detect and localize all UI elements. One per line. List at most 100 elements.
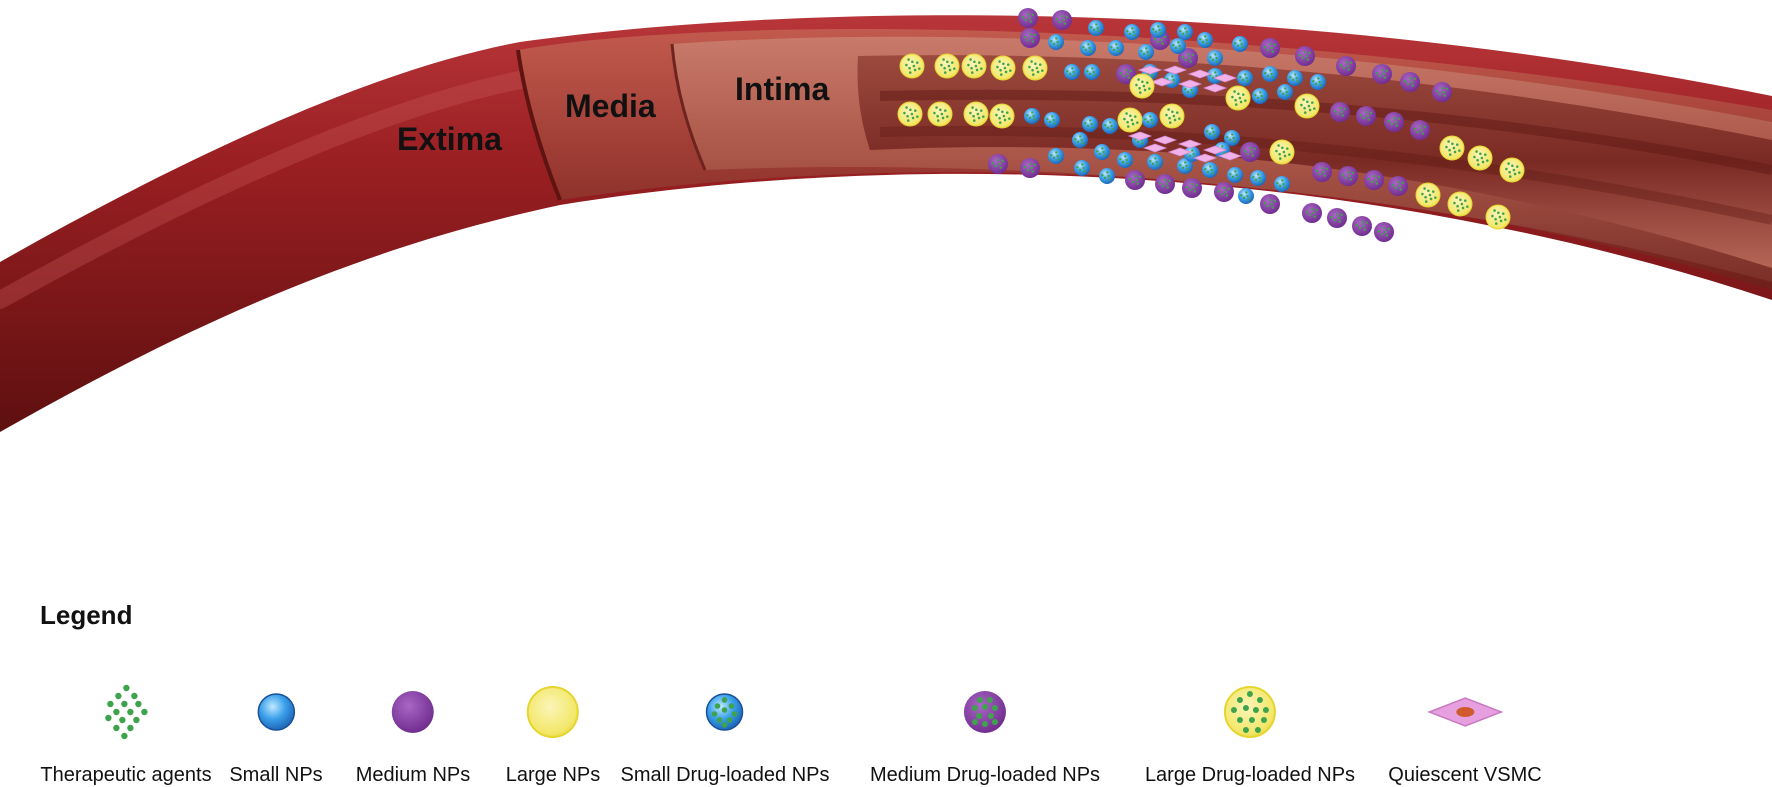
legend-item-medium-drug-loaded-nps: Medium Drug-loaded NPs — [870, 680, 1100, 787]
small-drug-loaded-np — [1108, 40, 1124, 56]
small-drug-loaded-np — [1102, 118, 1118, 134]
medium-drug-loaded-np — [1155, 174, 1175, 194]
quiescent-vsmc-icon — [1426, 697, 1504, 727]
media-label: Media — [565, 88, 656, 124]
large-drug-loaded-np — [963, 101, 989, 127]
small-drug-loaded-np-icon — [706, 693, 744, 731]
lumen-band-lower — [879, 125, 1772, 225]
quiescent-vsmc — [1177, 139, 1203, 149]
medium-drug-loaded-np — [1295, 46, 1315, 66]
small-drug-loaded-np — [1142, 112, 1158, 128]
small-drug-loaded-np — [1237, 70, 1253, 86]
small-drug-loaded-np — [1202, 162, 1218, 178]
medium-drug-loaded-nps-group — [988, 8, 1452, 242]
small-drug-loaded-np — [1074, 160, 1090, 176]
quiescent-vsmc — [1137, 65, 1163, 75]
medium-drug-loaded-np — [988, 154, 1008, 174]
medium-drug-loaded-np — [1432, 82, 1452, 102]
medium-drug-loaded-np — [1260, 194, 1280, 214]
legend-item-small-nps: Small NPs — [229, 680, 323, 787]
legend-label: Large NPs — [505, 764, 601, 786]
quiescent-vsmc — [1187, 69, 1213, 79]
small-drug-loaded-np — [1207, 50, 1223, 66]
intima-label: Intima — [735, 71, 829, 107]
legend-item-large-drug-loaded-nps: Large Drug-loaded NPs — [1145, 680, 1355, 787]
large-drug-loaded-np — [1499, 157, 1525, 183]
legend-label: Medium NPs — [355, 764, 471, 786]
legend-title: Legend — [40, 600, 133, 630]
small-drug-loaded-np — [1177, 24, 1193, 40]
small-drug-loaded-np — [1124, 24, 1140, 40]
legend-label: Therapeutic agents — [40, 764, 212, 786]
small-drug-loaded-np — [1044, 112, 1060, 128]
legend-label: Small NPs — [229, 764, 323, 786]
legend-item-large-nps: Large NPs — [505, 680, 601, 787]
quiescent-vsmc — [1152, 135, 1178, 145]
small-np-icon — [257, 693, 295, 731]
medium-drug-loaded-np — [1372, 64, 1392, 84]
large-drug-loaded-np — [897, 101, 923, 127]
legend: Legend Therapeutic agents Small NPs Medi… — [0, 600, 1772, 787]
medium-drug-loaded-np — [1374, 222, 1394, 242]
small-drug-loaded-np — [1117, 152, 1133, 168]
large-drug-loaded-np-icon — [1224, 686, 1276, 738]
small-drug-loaded-np — [1224, 130, 1240, 146]
legend-item-medium-nps: Medium NPs — [356, 680, 470, 787]
small-drug-loaded-np — [1310, 74, 1326, 90]
small-drug-loaded-np — [1094, 144, 1110, 160]
legend-label: Small Drug-loaded NPs — [620, 764, 830, 786]
large-drug-loaded-np — [934, 53, 960, 79]
large-drug-loaded-np — [1467, 145, 1493, 171]
small-drug-loaded-np — [1088, 20, 1104, 36]
large-drug-loaded-np — [1439, 135, 1465, 161]
small-drug-loaded-np — [1227, 167, 1243, 183]
quiescent-vsmc — [1217, 151, 1243, 161]
medium-drug-loaded-np — [1352, 216, 1372, 236]
medium-drug-loaded-np-icon — [963, 691, 1006, 733]
quiescent-vsmc — [1149, 77, 1175, 87]
large-np-icon — [527, 686, 579, 738]
lumen — [857, 55, 1772, 268]
small-drug-loaded-np — [1197, 32, 1213, 48]
vsmc-group — [1127, 65, 1243, 163]
large-drug-loaded-np — [899, 53, 925, 79]
medium-drug-loaded-np — [1214, 182, 1234, 202]
small-drug-loaded-np — [1147, 154, 1163, 170]
medium-drug-loaded-np — [1125, 170, 1145, 190]
small-drug-loaded-np — [1204, 124, 1220, 140]
small-drug-loaded-np — [1238, 188, 1254, 204]
large-drug-loaded-np — [1117, 107, 1143, 133]
small-drug-loaded-np — [1252, 88, 1268, 104]
extima-label: Extima — [397, 121, 502, 157]
legend-label: Medium Drug-loaded NPs — [869, 764, 1101, 786]
medium-drug-loaded-np — [1330, 102, 1350, 122]
medium-drug-loaded-np — [1302, 203, 1322, 223]
medium-drug-loaded-np — [1240, 142, 1260, 162]
quiescent-vsmc — [1162, 65, 1188, 75]
small-drug-loaded-np — [1287, 70, 1303, 86]
large-drug-loaded-np — [1294, 93, 1320, 119]
medium-np-icon — [391, 691, 434, 733]
small-drug-loaded-np — [1262, 66, 1278, 82]
medium-drug-loaded-np — [1020, 28, 1040, 48]
large-drug-loaded-np — [1447, 191, 1473, 217]
small-drug-loaded-np — [1084, 64, 1100, 80]
medium-drug-loaded-np — [1388, 176, 1408, 196]
medium-drug-loaded-np — [1312, 162, 1332, 182]
media-edge — [516, 49, 562, 201]
medium-drug-loaded-np — [1384, 112, 1404, 132]
small-drug-loaded-np — [1024, 108, 1040, 124]
large-drug-loaded-np — [961, 53, 987, 79]
small-drug-loaded-np — [1277, 84, 1293, 100]
quiescent-vsmc — [1142, 143, 1168, 153]
medium-drug-loaded-np — [1336, 56, 1356, 76]
quiescent-vsmc — [1167, 147, 1193, 157]
large-drug-loaded-np — [927, 101, 953, 127]
medium-drug-loaded-np — [1018, 8, 1038, 28]
medium-drug-loaded-np — [1020, 158, 1040, 178]
therapeutic-agents-icon — [104, 684, 148, 740]
legend-item-therapeutic-agents: Therapeutic agents — [40, 680, 212, 787]
small-drug-loaded-np — [1064, 64, 1080, 80]
quiescent-vsmc — [1127, 131, 1153, 141]
small-drug-loaded-np — [1072, 132, 1088, 148]
